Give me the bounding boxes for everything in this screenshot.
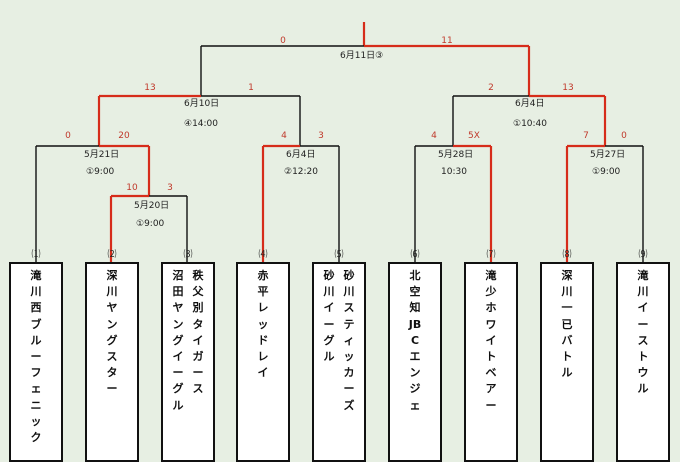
r1-score-right: 3	[167, 183, 173, 193]
qf4-score-left: 7	[583, 131, 589, 141]
team-name: 赤平レッドレイ	[257, 269, 269, 380]
team-name: 深川一已バトル	[561, 269, 573, 380]
qf2-date: 6月4日	[286, 150, 316, 160]
qf3-score-left: 4	[431, 131, 437, 141]
qf3-date: 5月28日	[438, 150, 474, 160]
team-box-5: 砂川イーグル 砂川スティッカーズ	[312, 262, 366, 462]
semi-right-score-right: 13	[562, 83, 574, 93]
team-number-9: ⑼	[638, 250, 648, 260]
team-name-col1: 沼田ヤングイーグル	[172, 269, 184, 412]
team-number-3: ⑶	[183, 250, 193, 260]
team-name: 滝川イーストウル	[637, 269, 649, 396]
team-name: 北空知JBCエンジェ	[408, 269, 422, 412]
team-number-1: ⑴	[31, 250, 41, 260]
team-box-2: 深川ヤングスター	[85, 262, 139, 462]
team-box-8: 深川一已バトル	[540, 262, 594, 462]
team-name-col2: 砂川スティッカーズ	[343, 269, 355, 412]
team-box-6: 北空知JBCエンジェ	[388, 262, 442, 462]
final-score-left: 0	[280, 36, 286, 46]
qf4-date: 5月27日	[590, 150, 626, 160]
team-name: 深川ヤングスター	[106, 269, 118, 396]
qf2-time: ②12:20	[284, 167, 319, 177]
final-date: 6月11日③	[340, 51, 384, 61]
team-number-4: ⑷	[258, 250, 268, 260]
team-box-4: 赤平レッドレイ	[236, 262, 290, 462]
semi-left-time: ④14:00	[184, 119, 219, 129]
qf1-score-right: 20	[118, 131, 130, 141]
team-number-7: ⑺	[486, 250, 496, 260]
qf1-score-left: 0	[65, 131, 71, 141]
semi-left-date: 6月10日	[184, 99, 220, 109]
semi-left-score-left: 13	[144, 83, 156, 93]
team-number-6: ⑹	[410, 250, 420, 260]
qf2-score-left: 4	[281, 131, 287, 141]
team-name: 滝少ホワイトベアー	[485, 269, 497, 412]
qf1-date: 5月21日	[84, 150, 120, 160]
r1-time: ①9:00	[136, 219, 165, 229]
semi-right-date: 6月4日	[515, 99, 545, 109]
semi-right-score-left: 2	[488, 83, 494, 93]
team-box-1: 滝川西ブルーフェニック	[9, 262, 63, 462]
team-box-3: 沼田ヤングイーグル 秩父別タイガース	[161, 262, 215, 462]
qf3-score-right: 5X	[468, 131, 480, 141]
semi-right-time: ①10:40	[513, 119, 548, 129]
team-number-2: ⑵	[107, 250, 117, 260]
qf2-score-right: 3	[318, 131, 324, 141]
team-name: 滝川西ブルーフェニック	[30, 269, 42, 445]
qf1-time: ①9:00	[86, 167, 115, 177]
r1-date: 5月20日	[134, 201, 170, 211]
team-number-8: ⑻	[562, 250, 572, 260]
team-name-col1: 砂川イーグル	[323, 269, 335, 364]
team-name-col2: 秩父別タイガース	[192, 269, 204, 396]
team-box-9: 滝川イーストウル	[616, 262, 670, 462]
semi-left-score-right: 1	[248, 83, 254, 93]
final-score-right: 11	[441, 36, 453, 46]
r1-score-left: 10	[126, 183, 138, 193]
qf4-score-right: 0	[621, 131, 627, 141]
qf4-time: ①9:00	[592, 167, 621, 177]
bracket-lines	[35, 22, 644, 262]
team-box-7: 滝少ホワイトベアー	[464, 262, 518, 462]
qf3-time: 10:30	[441, 167, 467, 177]
team-number-5: ⑸	[334, 250, 344, 260]
